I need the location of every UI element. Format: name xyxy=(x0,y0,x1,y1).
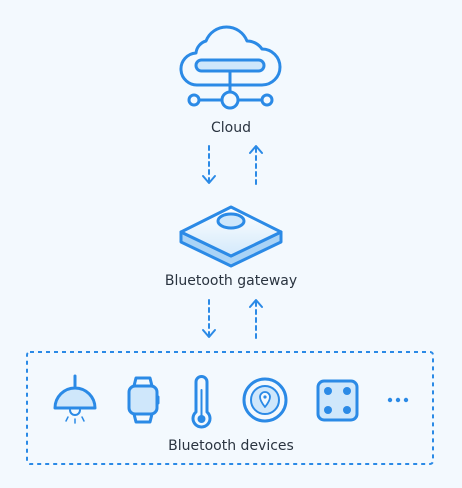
more-icon xyxy=(387,397,409,403)
ceiling-lamp-icon xyxy=(53,374,97,424)
cloud-label: Cloud xyxy=(211,120,251,136)
devices-label: Bluetooth devices xyxy=(168,438,294,454)
arrow-up-to-gateway xyxy=(249,299,263,339)
gateway-router-icon xyxy=(179,205,283,268)
location-tag-icon xyxy=(242,377,288,423)
arrow-down-to-devices xyxy=(202,299,216,339)
devices-group-frame xyxy=(26,351,434,465)
smartwatch-icon xyxy=(127,376,160,424)
gateway-label: Bluetooth gateway xyxy=(164,273,298,289)
cloud-network-icon xyxy=(179,25,282,110)
arrow-down-to-gateway xyxy=(202,145,216,185)
thermometer-icon xyxy=(191,375,212,429)
four-dot-sensor-icon xyxy=(316,379,359,422)
arrow-up-to-cloud xyxy=(249,145,263,185)
